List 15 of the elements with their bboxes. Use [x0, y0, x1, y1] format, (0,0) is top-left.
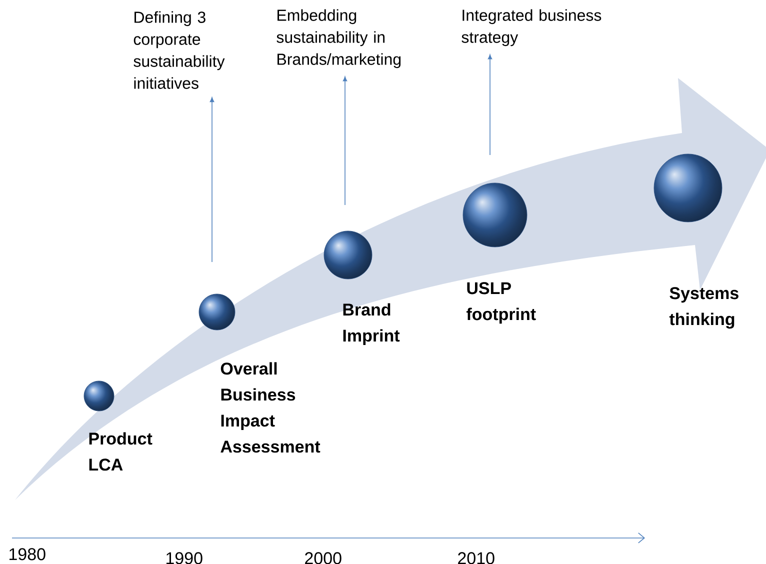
year-label: 2010: [458, 552, 494, 564]
arrow: [488, 54, 492, 156]
milestone-label: Systems thinking: [669, 287, 738, 329]
year-label: 2000: [305, 552, 342, 564]
milestone-label: Brand Imprint: [343, 303, 400, 346]
initiative-text: Embedding sustainability in Brands/marketing: [276, 9, 401, 68]
initiative-text: Integrated business strategy: [462, 9, 602, 46]
arrow: [210, 97, 214, 262]
milestone-label: Overall Business Impact Assessment: [220, 362, 320, 453]
arrow: [342, 76, 348, 206]
initiative-text: Defining 3 corporate sustainability initiatives: [134, 11, 225, 89]
milestone-label: USLP footprint: [466, 282, 536, 324]
milestone-label: Product LCA: [89, 432, 152, 471]
year-label: 1990: [166, 552, 202, 564]
year-label: 1980: [10, 548, 46, 560]
